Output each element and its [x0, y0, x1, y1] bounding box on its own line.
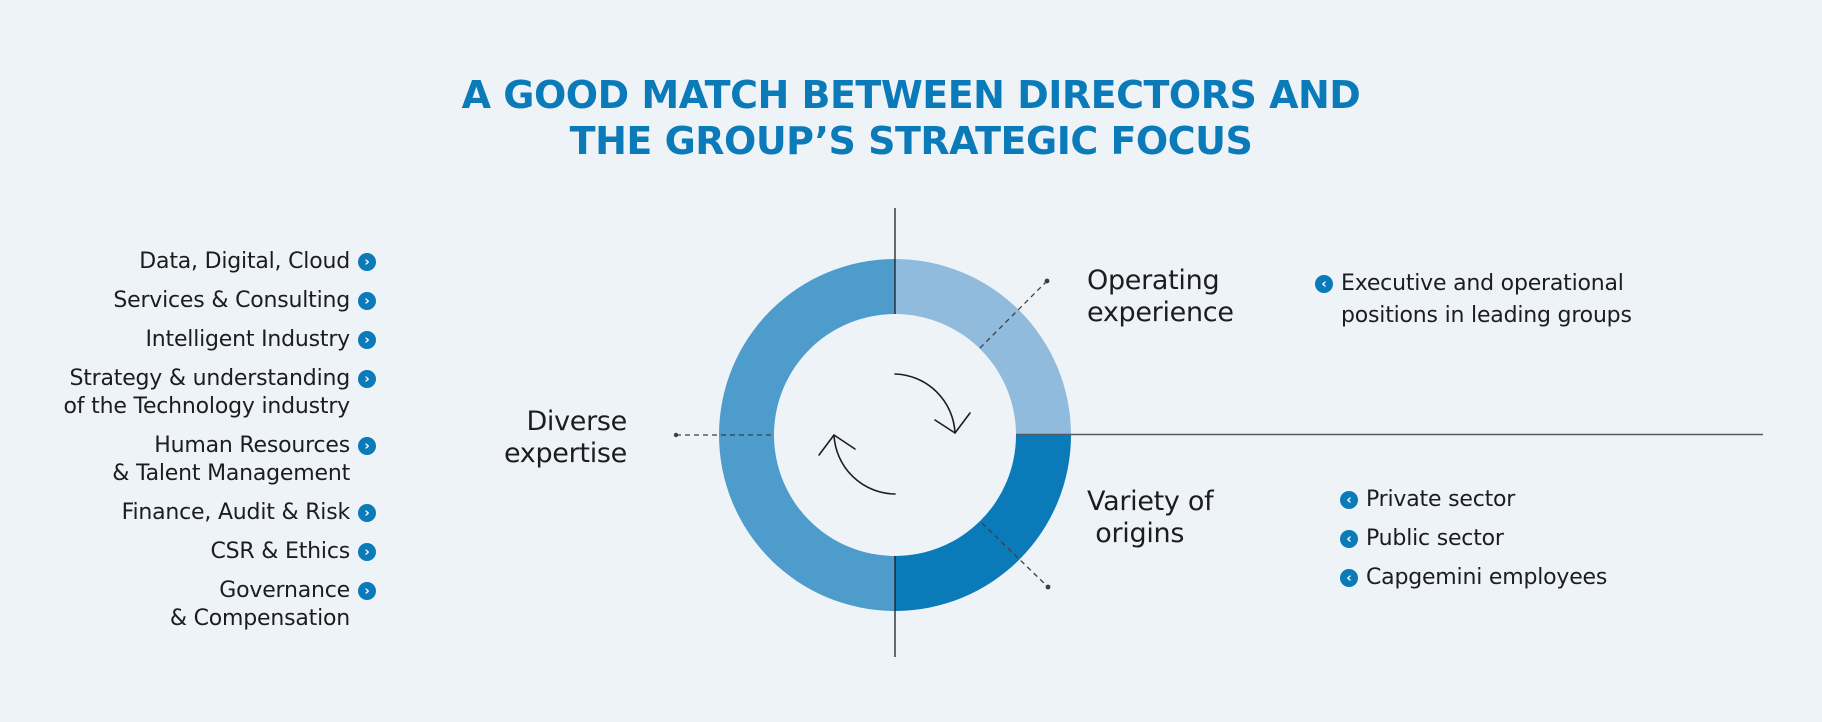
callout-operating: [979, 280, 1048, 349]
chevron-right-circle-icon: ›: [358, 504, 376, 522]
callout-dot-variety: [1045, 584, 1051, 590]
list-item: Finance, Audit & Risk ›: [0, 499, 376, 527]
chevron-left-circle-icon: ‹: [1340, 569, 1358, 587]
label-operating-experience: Operating experience: [1087, 265, 1234, 328]
chevron-right-circle-icon: ›: [358, 331, 376, 349]
operating-details-text: Executive and operational positions in l…: [1341, 271, 1632, 328]
list-item: Data, Digital, Cloud ›: [0, 248, 376, 276]
list-item: ‹ Capgemini employees: [1340, 562, 1607, 601]
callout-variety: [981, 522, 1049, 588]
chevron-right-circle-icon: ›: [358, 543, 376, 561]
list-item: ‹ Public sector: [1340, 523, 1607, 562]
chevron-left-circle-icon: ‹: [1340, 530, 1358, 548]
label-variety-of-origins: Variety of origins: [1087, 486, 1214, 549]
chevron-left-circle-icon: ‹: [1340, 491, 1358, 509]
label-diverse-expertise: Diverse expertise: [503, 406, 627, 469]
list-item: ‹ Private sector: [1340, 484, 1607, 523]
page-title: A GOOD MATCH BETWEEN DIRECTORS AND THE G…: [0, 72, 1822, 164]
list-item: Strategy & understanding of the Technolo…: [0, 365, 376, 421]
title-line-1: A GOOD MATCH BETWEEN DIRECTORS AND: [461, 73, 1361, 117]
cycle-arrows-icon: [818, 373, 971, 495]
expertise-list: Data, Digital, Cloud › Services & Consul…: [0, 248, 376, 644]
chevron-right-circle-icon: ›: [358, 292, 376, 310]
chevron-right-circle-icon: ›: [358, 582, 376, 600]
chevron-right-circle-icon: ›: [358, 253, 376, 271]
title-line-2: THE GROUP’S STRATEGIC FOCUS: [569, 119, 1253, 163]
callout-dot-diverse: [673, 432, 679, 438]
chevron-right-circle-icon: ›: [358, 370, 376, 388]
origins-details: ‹ Private sector ‹ Public sector ‹ Capge…: [1340, 484, 1607, 601]
callout-dot-operating: [1044, 278, 1050, 284]
segment-diverse-expertise: [719, 259, 895, 611]
chevron-right-circle-icon: ›: [358, 437, 376, 455]
list-item: CSR & Ethics ›: [0, 538, 376, 566]
operating-details: ‹ Executive and operational positions in…: [1315, 268, 1641, 332]
chevron-left-circle-icon: ‹: [1315, 275, 1333, 293]
list-item: Services & Consulting ›: [0, 287, 376, 315]
segment-variety-of-origins: [895, 435, 1071, 611]
list-item: Human Resources & Talent Management ›: [0, 432, 376, 488]
list-item: Intelligent Industry ›: [0, 326, 376, 354]
list-item: Governance & Compensation ›: [0, 577, 376, 633]
segment-operating-experience: [895, 259, 1071, 435]
